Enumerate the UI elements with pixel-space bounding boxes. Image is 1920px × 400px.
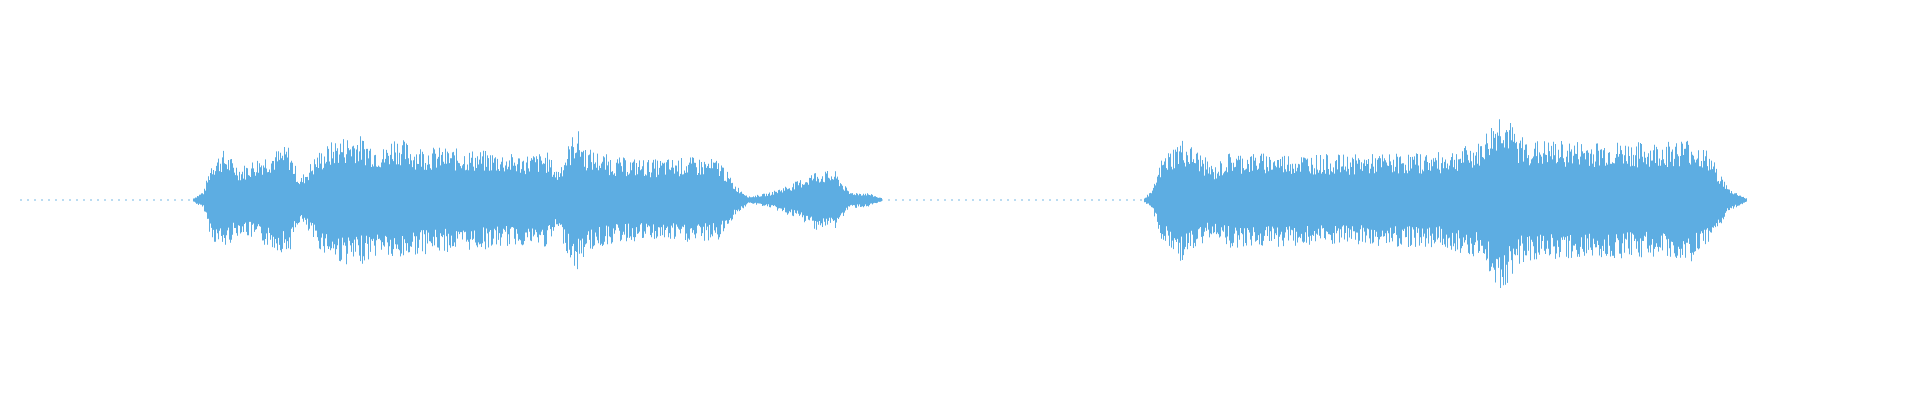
waveform-samples xyxy=(193,119,1747,288)
